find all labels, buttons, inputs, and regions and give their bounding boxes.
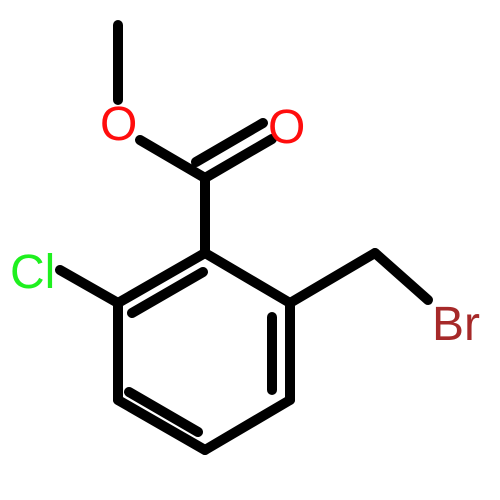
carbonyl-double-bond-a	[200, 134, 277, 183]
ring-bond-c6-c1	[113, 248, 210, 308]
chlorine-label: Cl	[10, 246, 55, 299]
ring-bond-c3-c4	[200, 395, 295, 455]
ring-bond-c1-c2	[200, 248, 295, 308]
ch2-br-bond	[370, 248, 433, 305]
ring-bond-c4-c5	[113, 395, 210, 455]
bromine-label: Br	[432, 298, 480, 351]
c-ch2-bond	[285, 248, 380, 308]
ring-inner-bond-c6-c1	[127, 267, 208, 318]
ester-o-c-bond	[135, 135, 210, 183]
oxygen-ester-label: O	[100, 98, 137, 151]
oxygen-carbonyl-label: O	[268, 101, 305, 154]
carbonyl-double-bond-b	[191, 118, 268, 167]
ring-inner-bond-c4-c5	[124, 387, 203, 437]
c-cl-bond	[55, 265, 123, 308]
